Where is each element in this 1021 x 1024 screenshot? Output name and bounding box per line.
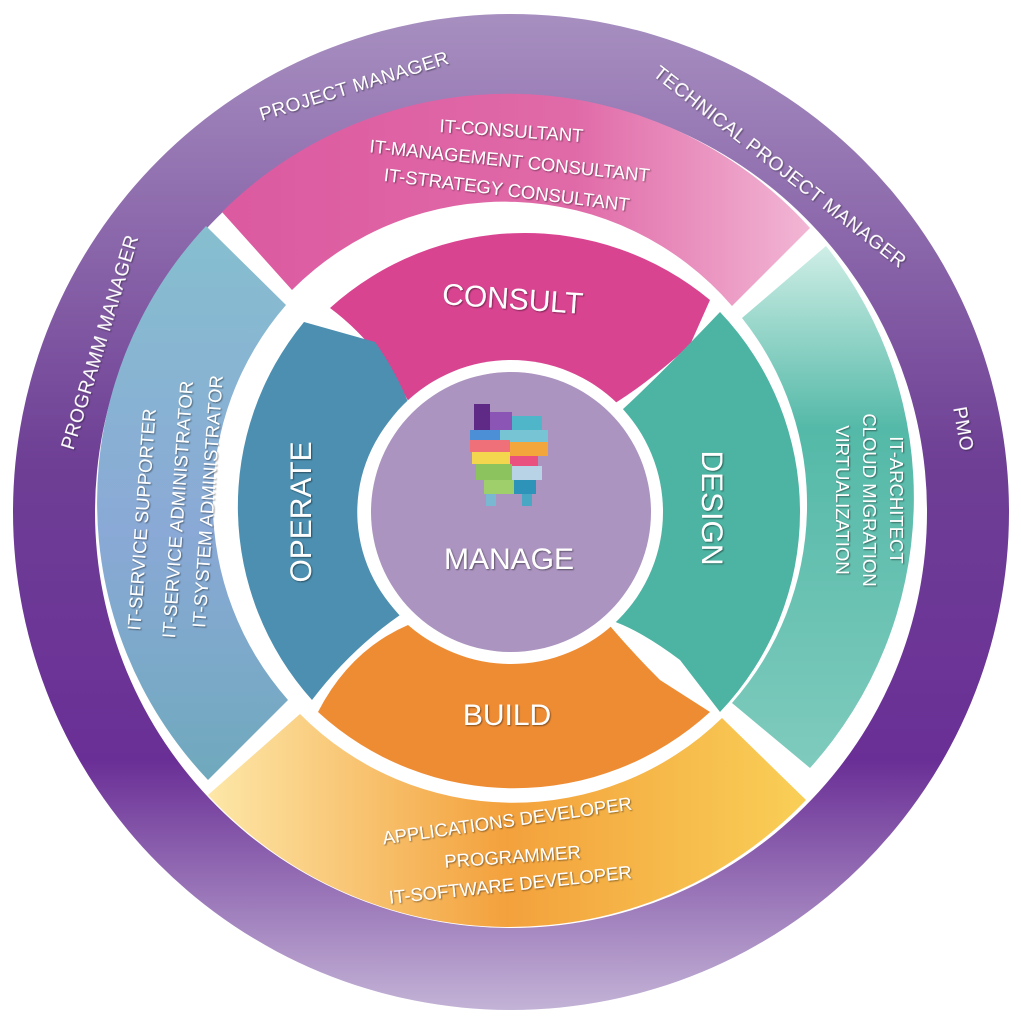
design-label: DESIGN (695, 450, 728, 565)
consult-roles-segment (222, 93, 810, 306)
design-role-3: VIRTUALIZATION (832, 425, 853, 574)
operate-segment (237, 322, 408, 700)
operate-label: OPERATE (285, 441, 318, 582)
design-role-1: IT-ARCHITECT (886, 436, 907, 563)
build-roles-segment (208, 714, 806, 927)
center-label: MANAGE (444, 543, 574, 576)
consult-segment (330, 233, 710, 412)
head-puzzle-icon (470, 404, 548, 506)
center-circle (371, 372, 651, 652)
design-segment (610, 312, 800, 712)
design-role-2: CLOUD MIGRATION (859, 413, 880, 586)
build-segment (318, 620, 710, 789)
design-roles-segment (732, 246, 914, 768)
build-label: BUILD (463, 699, 551, 732)
operate-roles-segment (97, 226, 288, 780)
